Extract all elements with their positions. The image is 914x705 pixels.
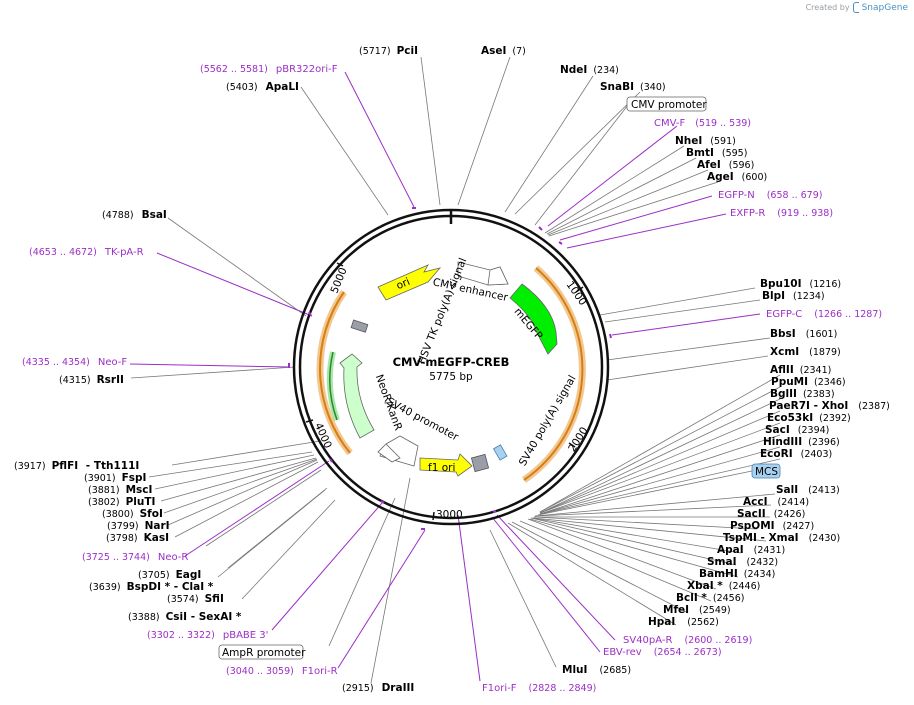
label-sfoi[interactable]: (3800)SfoI — [102, 508, 163, 520]
label-nari[interactable]: (3799)NarI — [107, 520, 170, 532]
label-f1ori-f[interactable]: F1ori-F(2828 .. 2849) — [482, 683, 596, 694]
label-msci[interactable]: (3881)MscI — [88, 484, 152, 496]
neor-kanr-feature[interactable] — [339, 353, 375, 439]
ampr-promoter-feature[interactable] — [377, 443, 401, 463]
leader-lines — [130, 56, 781, 684]
label-bspdi-clai[interactable]: (3639)BspDI * - ClaI * — [89, 581, 214, 593]
label-sfii[interactable]: (3574)SfiI — [167, 593, 224, 605]
label-ecori[interactable]: EcoRI(2403) — [760, 448, 832, 460]
label-sv40pa-r[interactable]: SV40pA-R(2600 .. 2619) — [623, 635, 752, 646]
ori-label: ori — [395, 276, 412, 292]
ruler-label-5000: 5000 — [329, 266, 350, 295]
label-ndei[interactable]: NdeI(234) — [560, 64, 619, 76]
label-ppumi[interactable]: PpuMI(2346) — [771, 376, 846, 388]
label-xcmi[interactable]: XcmI(1879) — [770, 346, 841, 358]
label-pspomi[interactable]: PspOMI(2427) — [730, 520, 814, 532]
label-smai[interactable]: SmaI(2432) — [707, 556, 778, 568]
f1-ori-label: f1 ori — [428, 462, 455, 474]
label-bpu10i[interactable]: Bpu10I(1216) — [760, 278, 841, 290]
label-hpai[interactable]: HpaI(2562) — [648, 616, 719, 628]
label-fspi[interactable]: (3901)FspI — [84, 472, 146, 484]
label-f1ori-r[interactable]: (3040 .. 3059)F1ori-R — [226, 666, 338, 677]
label-plutl[interactable]: (3802)PluTI — [88, 496, 155, 508]
label-draiii[interactable]: (2915)DraIII — [342, 682, 414, 694]
label-bbsi[interactable]: BbsI(1601) — [770, 328, 837, 340]
ori-feature[interactable] — [377, 264, 442, 301]
label-pbr322ori-f[interactable]: (5562 .. 5581)pBR322ori-F — [200, 64, 338, 75]
label-cmv-f[interactable]: CMV-F(519 .. 539) — [654, 118, 751, 129]
label-hindiii[interactable]: HindIII(2396) — [763, 436, 840, 448]
label-tk-pa-r[interactable]: (4653 .. 4672)TK-pA-R — [29, 247, 144, 258]
label-nhei[interactable]: NheI(591) — [675, 135, 736, 147]
label-eco53ki[interactable]: Eco53kI(2392) — [767, 412, 851, 424]
hsv-tk-polya-feature[interactable] — [350, 319, 369, 333]
label-bmti[interactable]: BmtI(595) — [686, 147, 747, 159]
credit-brand: SnapGene — [861, 2, 908, 13]
label-rsrii[interactable]: (4315)RsrII — [59, 374, 124, 386]
label-sali[interactable]: SalI(2413) — [776, 484, 840, 496]
label-bsai[interactable]: (4788)BsaI — [102, 209, 167, 221]
cmv-promoter-box[interactable] — [626, 96, 707, 112]
ampr-promoter-box[interactable] — [218, 644, 304, 660]
label-neo-f[interactable]: (4335 .. 4354)Neo-F — [22, 357, 127, 368]
label-csii-sexai[interactable]: (3388)CsiI - SexAI * — [128, 611, 242, 623]
label-bglii[interactable]: BglII(2383) — [770, 388, 835, 400]
cmv-promoter-feature[interactable] — [487, 266, 509, 286]
label-egfp-c[interactable]: EGFP-C(1266 .. 1287) — [766, 309, 882, 320]
f1-ori-feature[interactable] — [419, 453, 473, 477]
label-xbai[interactable]: XbaI *(2446) — [687, 580, 760, 592]
label-ebv-rev[interactable]: EBV-rev(2654 .. 2673) — [603, 647, 722, 658]
label-asei[interactable]: AseI(7) — [481, 45, 526, 57]
label-cmv-promoter: CMV promoter — [631, 99, 707, 111]
label-kasi[interactable]: (3798)KasI — [106, 532, 169, 544]
label-saci[interactable]: SacI(2394) — [765, 424, 829, 436]
label-eagi[interactable]: (3705)EagI — [138, 569, 201, 581]
label-exfp-r[interactable]: EXFP-R(919 .. 938) — [730, 208, 833, 219]
label-pbabe3[interactable]: (3302 .. 3322)pBABE 3' — [147, 630, 268, 641]
label-pcii[interactable]: (5717)PciI — [359, 45, 418, 57]
label-ampr-promoter: AmpR promoter — [222, 647, 306, 659]
credit-text: Created by — [805, 3, 850, 12]
label-mcs: MCS — [755, 466, 778, 478]
orf-arcs — [316, 265, 586, 483]
primer-leader-lines — [129, 71, 761, 682]
snapgene-logo-icon — [852, 2, 859, 13]
label-acci[interactable]: AccI(2414) — [743, 496, 809, 508]
label-apai[interactable]: ApaI(2431) — [717, 544, 785, 556]
label-neo-r[interactable]: (3725 .. 3744)Neo-R — [82, 552, 188, 563]
label-bamhi[interactable]: BamHI(2434) — [699, 568, 775, 580]
label-aflii[interactable]: AflII(2341) — [770, 364, 831, 376]
plasmid-name: CMV-mEGFP-CREB — [393, 355, 510, 369]
label-blpi[interactable]: BlpI(1234) — [762, 290, 825, 302]
label-tspmi-xmai[interactable]: TspMI - XmaI(2430) — [723, 532, 840, 544]
mcs-box[interactable] — [751, 463, 781, 479]
plasmid-length: 5775 bp — [429, 371, 473, 383]
label-bcli[interactable]: BclI *(2456) — [676, 592, 744, 604]
label-pflfi-tth111i[interactable]: (3917)PflFI - Tth111I — [14, 460, 139, 472]
ruler-label-3000: 3000 — [436, 509, 463, 521]
label-snabi[interactable]: SnaBI(340) — [600, 81, 666, 93]
label-paer7i-xhoi[interactable]: PaeR7I - XhoI(2387) — [769, 400, 890, 412]
label-agei[interactable]: AgeI(600) — [707, 171, 767, 183]
label-egfp-n[interactable]: EGFP-N(658 .. 679) — [718, 190, 822, 201]
sv40-polya-feature[interactable] — [470, 453, 490, 473]
label-apali[interactable]: (5403)ApaLI — [226, 81, 299, 93]
label-mlui[interactable]: MluI(2685) — [562, 664, 631, 676]
megfp-feature[interactable] — [509, 283, 558, 355]
label-mfei[interactable]: MfeI(2549) — [663, 604, 731, 616]
mcs-feature[interactable] — [492, 444, 508, 461]
snapgene-credit: Created by SnapGene — [806, 2, 908, 13]
label-sacii[interactable]: SacII(2426) — [737, 508, 805, 520]
label-afei[interactable]: AfeI(596) — [697, 159, 754, 171]
